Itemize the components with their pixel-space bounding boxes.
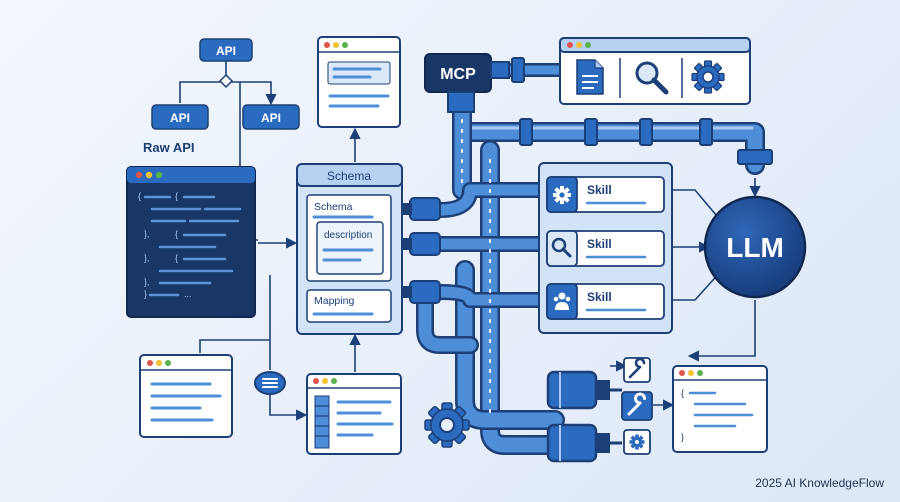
skill-card: Skill [546, 176, 665, 213]
result-code-window: { } [672, 365, 768, 453]
schema-panel: Schema Schema description Mapping [296, 163, 403, 335]
code-brace: { [175, 229, 178, 239]
gear-icon [553, 186, 571, 204]
tools-window [559, 37, 751, 105]
code-brace: } [681, 432, 684, 442]
people-icon [553, 292, 571, 310]
api-top-node: API [199, 38, 253, 62]
mcp-block: MCP [424, 53, 525, 113]
pipe-couplings [519, 118, 773, 165]
description-label: description [324, 230, 372, 241]
gear-icon [623, 429, 651, 455]
code-brace: { [681, 388, 684, 398]
code-brace: { [175, 253, 178, 263]
raw-api-label: Raw API [143, 140, 195, 155]
bottom-plugs [546, 370, 622, 463]
skill-label: Skill [587, 237, 612, 251]
llm-label: LLM [726, 232, 784, 263]
wrench-icon [621, 391, 653, 421]
list-window [306, 373, 402, 455]
schema-inner-label: Schema [314, 201, 353, 213]
code-brace: }, [144, 253, 150, 263]
api-right-node: API [242, 104, 300, 130]
gear-icon [424, 402, 470, 448]
skill-card: Skill [546, 283, 665, 320]
code-ellipsis: ... [184, 289, 192, 299]
database-icon [254, 371, 286, 395]
skill-label: Skill [587, 290, 612, 304]
raw-api-code-window: { { }, { }, { }, } ... [126, 166, 256, 318]
code-brace: }, [144, 229, 150, 239]
api-right-label: API [261, 111, 281, 125]
schema-header-label: Schema [327, 169, 371, 183]
api-left-node: API [151, 104, 209, 130]
skill-card: Skill [546, 230, 665, 267]
code-brace: { [138, 191, 141, 201]
mcp-label: MCP [440, 66, 476, 83]
wrench-icon [623, 357, 651, 383]
gear-icon [691, 60, 725, 94]
code-brace: } [144, 289, 147, 299]
llm-node: LLM [703, 195, 807, 299]
pipe-network [416, 63, 765, 455]
api-left-label: API [170, 111, 190, 125]
output-window [317, 36, 401, 128]
source-window [139, 354, 233, 438]
decision-diamond [218, 73, 234, 89]
search-icon [635, 61, 669, 95]
footer-credit: 2025 AI KnowledgeFlow [755, 476, 884, 490]
mapping-label: Mapping [314, 295, 354, 307]
skill-label: Skill [587, 183, 612, 197]
code-brace: }, [144, 277, 150, 287]
code-brace: { [175, 191, 178, 201]
document-icon [576, 59, 604, 95]
schema-connectors [400, 197, 441, 304]
search-icon [551, 237, 572, 258]
api-top-label: API [216, 44, 236, 58]
